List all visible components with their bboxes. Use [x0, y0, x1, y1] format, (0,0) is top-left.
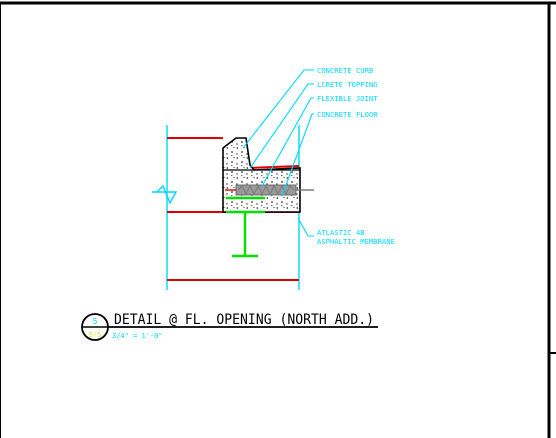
leader-lines [242, 69, 314, 237]
callout-flexible-joint: FLEXIBLE JOINT [317, 94, 378, 103]
callout-concrete-floor: CONCRETE FLOOR [317, 110, 378, 119]
callouts: CONCRETE CURB LCRETE TOPPING FLEXIBLE JO… [317, 66, 395, 246]
steel-beam [226, 196, 265, 258]
detail-title: DETAIL @ FL. OPENING (NORTH ADD.) [114, 312, 374, 328]
detail-marker: 5 S-5 [81, 313, 109, 341]
flexible-joint [225, 184, 314, 196]
detail-number: 5 [93, 317, 98, 326]
break-line [152, 184, 178, 205]
detail-scale: 3/4" = 1'-0" [112, 332, 163, 340]
callout-concrete-curb: CONCRETE CURB [317, 66, 373, 75]
callout-atlastic: ATLASTIC 4B [317, 228, 365, 237]
detail-sheet: S-5 [89, 331, 102, 339]
concrete-section [222, 137, 301, 213]
callout-asphaltic-membrane: ASPHALTIC MEMBRANE [317, 237, 395, 246]
callout-lcrete-topping: LCRETE TOPPING [317, 80, 378, 89]
